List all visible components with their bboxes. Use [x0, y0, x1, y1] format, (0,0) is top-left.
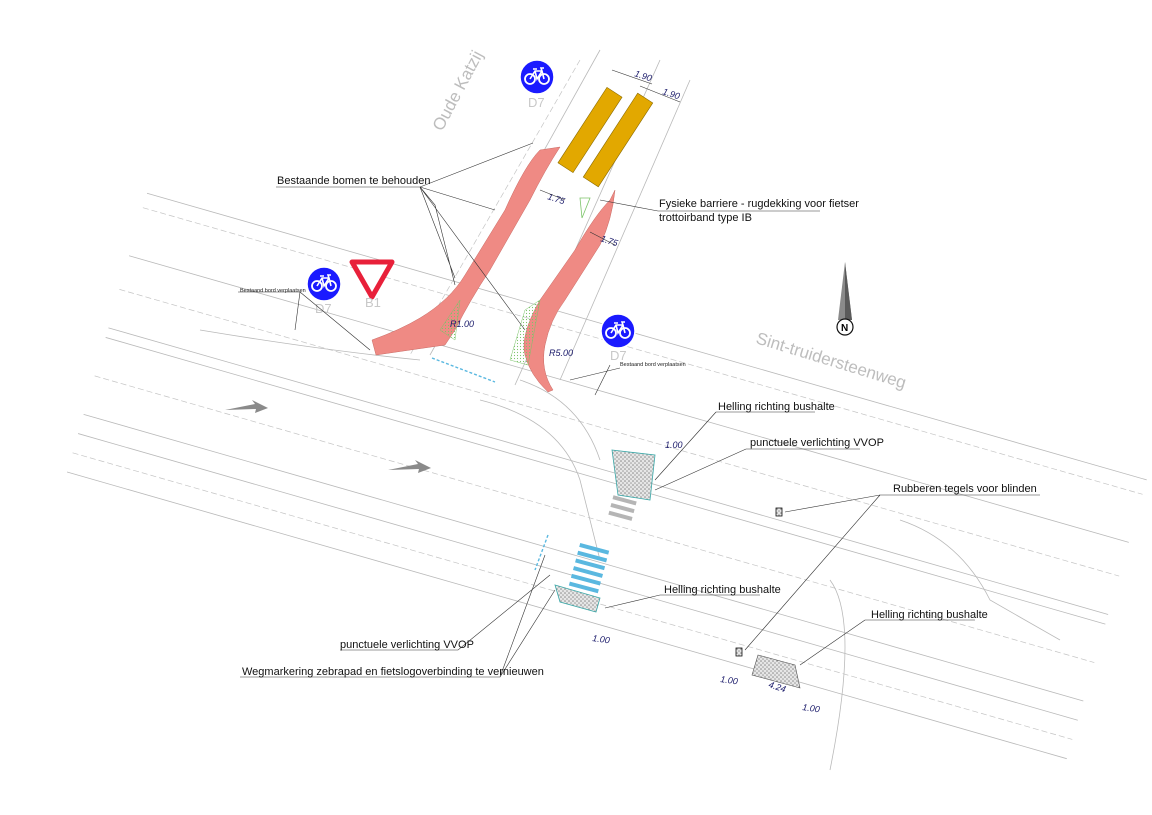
bike-path-left — [371, 146, 561, 356]
bike-path-right — [523, 189, 616, 393]
tactile-tiles-1 — [775, 507, 783, 517]
annotation-barrier-1: Fysieke barriere - rugdekking voor fiets… — [659, 198, 859, 210]
zebra-crossing-grey — [608, 495, 637, 521]
svg-text:1.00: 1.00 — [665, 440, 683, 450]
svg-text:D7: D7 — [528, 95, 545, 110]
annotation-markings: Wegmarkering zebrapad en fietslogoverbin… — [242, 666, 544, 678]
svg-text:B1: B1 — [365, 295, 381, 310]
svg-text:1.00: 1.00 — [802, 702, 821, 714]
annotation-trees: Bestaande bomen te behouden — [277, 175, 431, 187]
sign-d7-left: D7 — [306, 266, 342, 316]
street-name-oude-katzij: Oude Katzij — [429, 47, 487, 134]
svg-text:1.90: 1.90 — [661, 86, 681, 101]
sign-d7-top: D7 — [519, 59, 555, 110]
annotation-slope-bus-3: Helling richting bushalte — [871, 609, 988, 621]
svg-text:1.75: 1.75 — [599, 233, 620, 248]
street-name-sint-truidersteenweg: Sint-truidersteenweg — [754, 329, 909, 393]
north-arrow: N — [836, 262, 854, 336]
barrier-block-1 — [557, 86, 623, 174]
annotation-lighting-2: punctuele verlichting VVOP — [340, 639, 474, 651]
sign-b1-yield: B1 — [349, 259, 395, 310]
svg-text:D7: D7 — [610, 348, 627, 363]
barrier-block-2 — [582, 92, 654, 188]
annotation-rubber-tiles: Rubberen tegels voor blinden — [893, 483, 1037, 495]
annotation-lighting-1: punctuele verlichting VVOP — [750, 437, 884, 449]
svg-text:D7: D7 — [315, 301, 332, 316]
bus-platform-2 — [554, 584, 601, 613]
annotation-slope-bus-1: Helling richting bushalte — [718, 401, 835, 413]
svg-text:1.00: 1.00 — [720, 674, 739, 686]
annotation-move-sign-right: Bestaand bord verplaatsen — [620, 362, 686, 368]
dimensions: 1.90 1.90 1.75 1.75 R1.00 R5.00 1.00 1.0… — [450, 68, 820, 714]
annotation-move-sign-left: Bestaand bord verplaatsen — [240, 288, 306, 294]
svg-text:1.00: 1.00 — [592, 633, 611, 645]
svg-text:N: N — [841, 323, 848, 334]
bus-platform-3 — [751, 654, 801, 689]
leader-lines — [238, 142, 1040, 678]
bike-paths — [371, 146, 616, 393]
bike-crossing-dashed — [431, 357, 496, 383]
bus-platform-1 — [611, 449, 656, 501]
annotation-slope-bus-2: Helling richting bushalte — [664, 584, 781, 596]
svg-text:R5.00: R5.00 — [549, 348, 573, 358]
sign-d7-right: D7 — [600, 313, 636, 363]
zebra-crossing-blue — [568, 543, 610, 594]
tactile-tiles-2 — [735, 647, 743, 657]
svg-text:R1.00: R1.00 — [450, 319, 474, 329]
annotation-barrier-2: trottoirband type IB — [659, 212, 752, 224]
